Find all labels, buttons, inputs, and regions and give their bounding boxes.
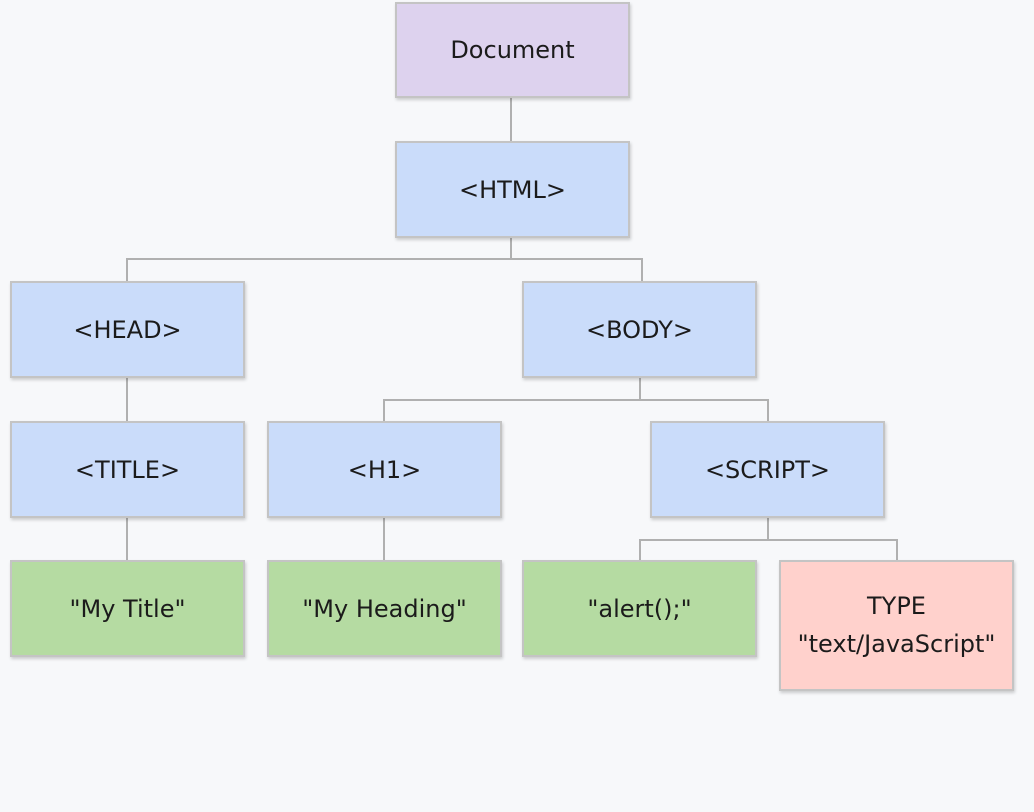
connector-h1-text bbox=[383, 517, 385, 561]
connector-script-stub bbox=[767, 517, 769, 541]
node-title-text: "My Title" bbox=[10, 560, 245, 657]
node-html: <HTML> bbox=[395, 141, 630, 238]
node-h1-text-label: "My Heading" bbox=[302, 594, 467, 623]
node-script-label: <SCRIPT> bbox=[704, 455, 831, 484]
node-body-label: <BODY> bbox=[586, 315, 693, 344]
connector-head-title bbox=[126, 377, 128, 422]
node-head: <HEAD> bbox=[10, 281, 245, 378]
connector-html-split bbox=[126, 258, 643, 260]
node-script-type-attribute: TYPE "text/JavaScript" bbox=[779, 560, 1014, 691]
connector-script-split bbox=[639, 539, 898, 541]
connector-head-drop bbox=[126, 258, 128, 282]
node-head-label: <HEAD> bbox=[73, 315, 182, 344]
node-script-type-attribute-value: "text/JavaScript" bbox=[797, 629, 996, 658]
node-h1-label: <H1> bbox=[347, 455, 422, 484]
connector-body-stub bbox=[639, 377, 641, 401]
connector-title-text bbox=[126, 517, 128, 561]
node-title-text-label: "My Title" bbox=[69, 594, 186, 623]
node-script-text-label: "alert();" bbox=[587, 594, 692, 623]
node-title-label: <TITLE> bbox=[74, 455, 181, 484]
node-document-label: Document bbox=[450, 36, 575, 64]
connector-alert-drop bbox=[639, 539, 641, 561]
node-script-text: "alert();" bbox=[522, 560, 757, 657]
connector-body-split bbox=[383, 399, 769, 401]
node-body: <BODY> bbox=[522, 281, 757, 378]
node-title: <TITLE> bbox=[10, 421, 245, 518]
connector-html-stub bbox=[510, 237, 512, 260]
node-script-type-attribute-name: TYPE bbox=[867, 592, 926, 621]
node-document: Document bbox=[395, 2, 630, 98]
node-h1: <H1> bbox=[267, 421, 502, 518]
node-h1-text: "My Heading" bbox=[267, 560, 502, 657]
connector-script-drop bbox=[767, 399, 769, 422]
node-script: <SCRIPT> bbox=[650, 421, 885, 518]
connector-body-drop bbox=[641, 258, 643, 282]
connector-document-html bbox=[510, 98, 512, 141]
connector-h1-drop bbox=[383, 399, 385, 422]
node-html-label: <HTML> bbox=[458, 175, 566, 204]
connector-attr-drop bbox=[896, 539, 898, 561]
